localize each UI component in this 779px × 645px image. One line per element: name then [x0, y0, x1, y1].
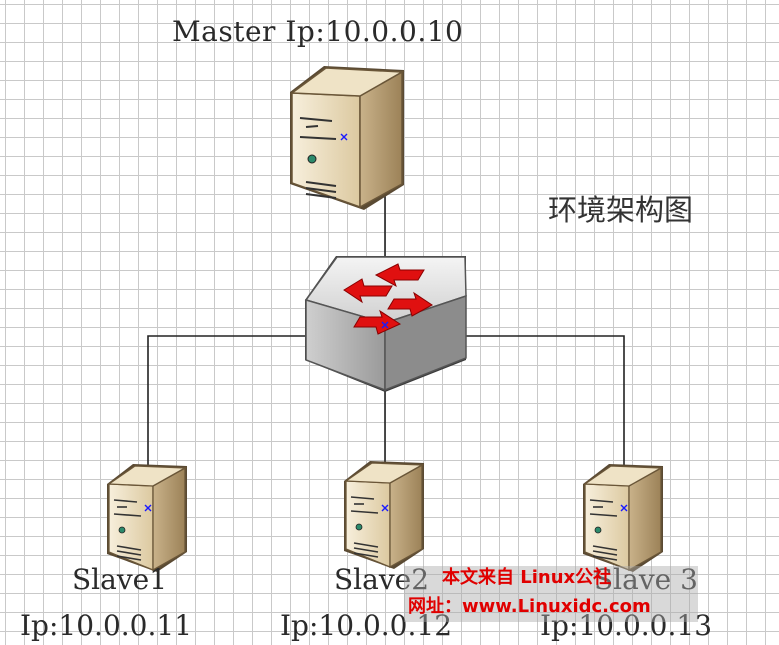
- slave3-server-icon: [583, 464, 664, 572]
- link-switch-slave3: [466, 335, 625, 508]
- slave2-ip: Ip:10.0.0.12: [280, 609, 453, 642]
- marker-slave1: [144, 504, 152, 512]
- watermark-line1: 本文来自 Linux公社: [442, 567, 612, 588]
- diagram-title: 环境架构图: [548, 193, 694, 227]
- marker-switch: [381, 321, 389, 329]
- slave3-ip: Ip:10.0.0.13: [540, 609, 713, 642]
- slave2-server-icon: [344, 461, 425, 569]
- connection-markers: [144, 133, 628, 512]
- slave1-name: Slave1: [72, 563, 168, 596]
- slave3-name: Slave 3: [594, 563, 698, 596]
- watermark-box: [404, 566, 698, 622]
- link-switch-slave1: [147, 335, 305, 508]
- master-label: Master Ip:10.0.0.10: [172, 15, 464, 48]
- slave1-server-icon: [107, 464, 188, 572]
- marker-slave2: [381, 504, 389, 512]
- master-server-icon: [289, 66, 405, 210]
- marker-master: [340, 133, 348, 141]
- watermark-line2: 网址：www.Linuxidc.com: [408, 596, 651, 617]
- slave2-name: Slave2: [334, 563, 430, 596]
- slave1-ip: Ip:10.0.0.11: [20, 609, 193, 642]
- marker-slave3: [620, 504, 628, 512]
